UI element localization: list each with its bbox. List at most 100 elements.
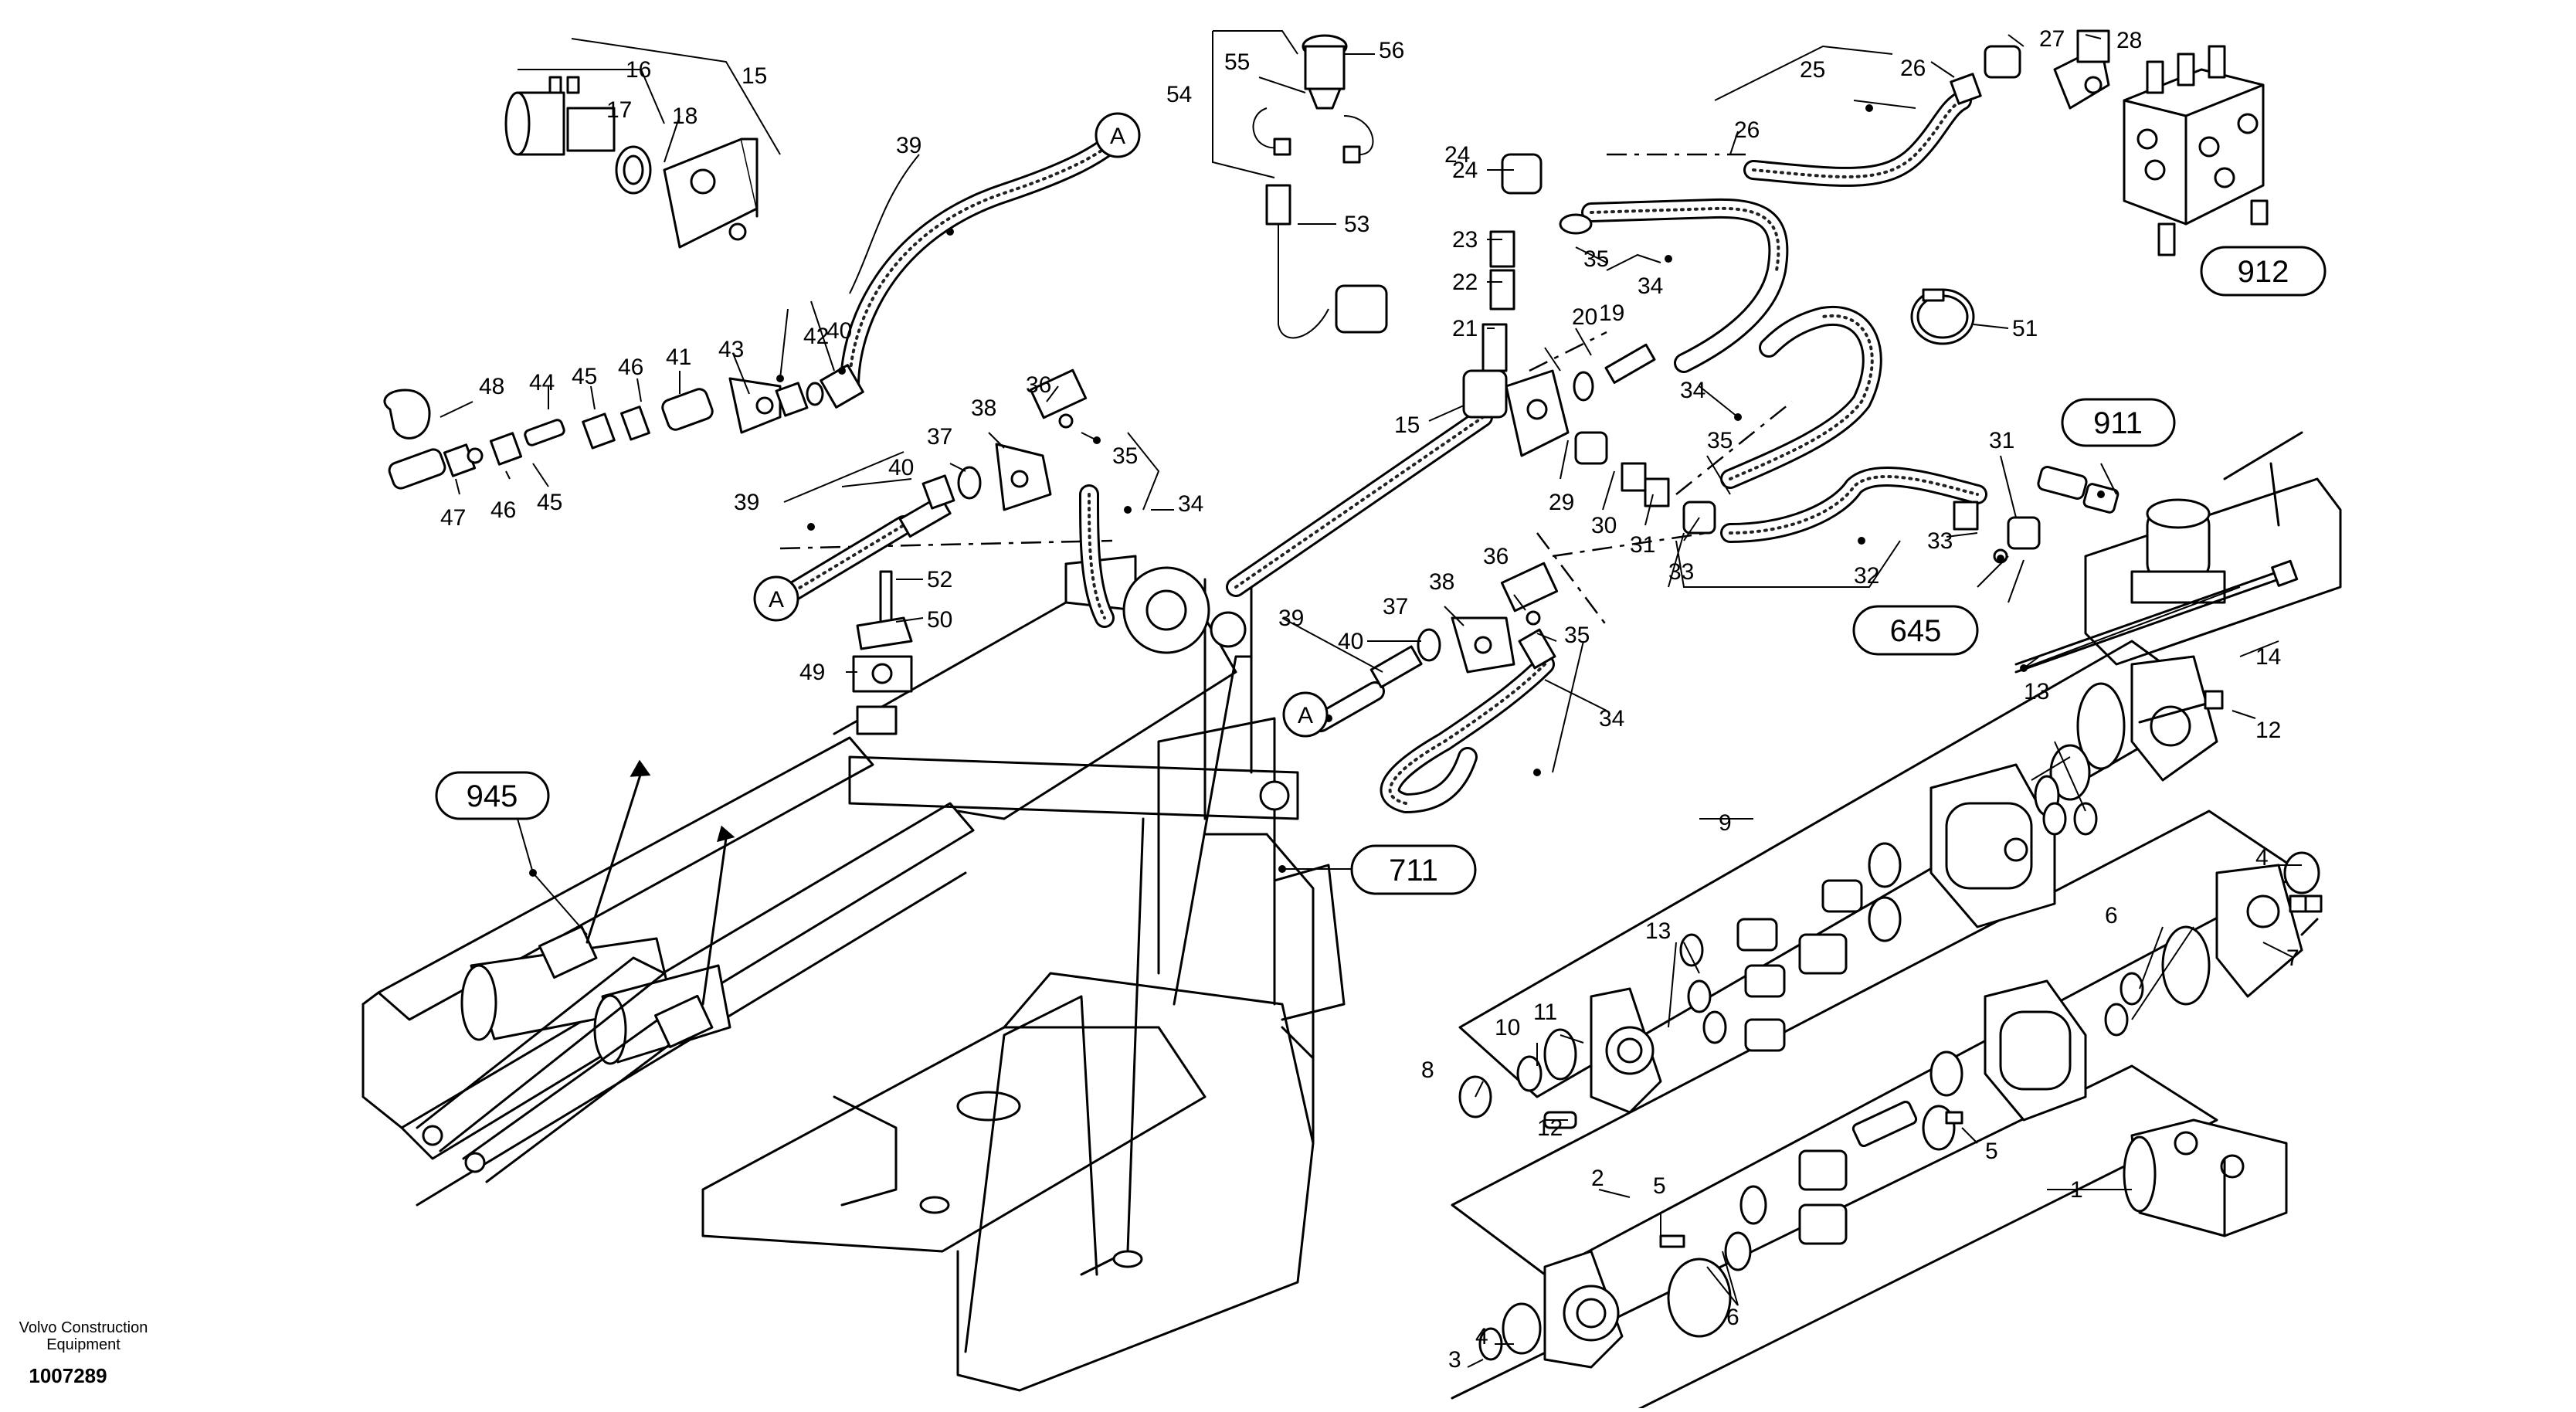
reference-912: 912 — [2200, 246, 2327, 297]
svg-text:A: A — [1110, 124, 1125, 149]
item-label: 35 — [1112, 443, 1138, 469]
svg-text:911: 911 — [2093, 406, 2143, 440]
hose-25 — [1743, 90, 1972, 187]
item-label: 20 — [1572, 304, 1597, 330]
hose-clamp-51 — [1910, 288, 1975, 345]
reference-711: 711 — [1350, 844, 1477, 895]
item-label: 38 — [1429, 569, 1454, 595]
loader-frame — [361, 555, 1346, 1392]
item-label: 52 — [927, 567, 952, 592]
dashed-line — [1675, 401, 1793, 495]
item-label: 44 — [529, 370, 555, 395]
hose-34-middle — [1380, 654, 1555, 813]
item-label: 3 — [1448, 1347, 1461, 1373]
item-label: 47 — [440, 505, 466, 531]
item-label: 26 — [1734, 117, 1760, 143]
item-label: 45 — [537, 490, 562, 515]
item-label: 14 — [2255, 644, 2281, 670]
item-label: 12 — [1537, 1115, 1563, 1141]
item-label: 54 — [1166, 82, 1192, 107]
item-label: 34 — [1680, 378, 1705, 403]
connection-marker-a: A — [753, 575, 799, 622]
item-label: 43 — [718, 337, 744, 362]
item-label: 35 — [1707, 428, 1733, 453]
item-label: 9 — [1719, 810, 1732, 836]
item-label: 40 — [888, 455, 914, 480]
hose-39-lower-left — [778, 494, 952, 605]
item-label: 49 — [799, 660, 825, 685]
item-label: 5 — [1985, 1139, 1998, 1164]
company-name: Volvo Construction — [19, 1319, 148, 1336]
item-label: 4 — [2255, 845, 2269, 871]
item-label: 36 — [1026, 372, 1051, 398]
item-label: 33 — [1668, 559, 1694, 585]
item-label: 39 — [734, 490, 759, 515]
drawing-number: 1007289 — [29, 1364, 107, 1387]
item-label: 6 — [1726, 1305, 1739, 1330]
item-label: 4 — [1475, 1324, 1488, 1349]
dashed-line — [1529, 331, 1607, 372]
item-label: 39 — [896, 133, 921, 158]
dashed-line — [779, 539, 1113, 550]
item-label: 30 — [1591, 513, 1617, 538]
valve-block-15 — [663, 137, 759, 249]
bolts — [2014, 559, 2323, 936]
reference-911: 911 — [2061, 398, 2176, 447]
item-label: 22 — [1452, 270, 1478, 295]
hose-line-central — [1226, 407, 1493, 597]
dashed-line — [1536, 532, 1607, 626]
item-label: 26 — [1900, 56, 1926, 81]
hydraulic-pump-1 — [2123, 1118, 2288, 1237]
pump-lower-parts — [1478, 851, 2320, 1369]
fitting-group-right — [1953, 466, 2120, 564]
svg-text:645: 645 — [1890, 614, 1942, 648]
item-label: 42 — [803, 324, 829, 349]
leader-dots — [529, 104, 2105, 877]
item-label: 33 — [1927, 528, 1953, 554]
item-label: 37 — [927, 424, 952, 450]
footer: Volvo Construction Equipment 1007289 — [19, 1319, 148, 1387]
pump-upper-parts — [1458, 655, 2218, 1129]
item-number-labels: 16 15 17 18 39 40 42 43 41 46 45 44 48 4… — [440, 26, 2299, 1373]
electrical-connector — [1252, 34, 1388, 339]
fitting-row-upper — [383, 377, 824, 450]
svg-text:945: 945 — [467, 779, 518, 813]
item-label: 34 — [1178, 491, 1203, 517]
item-label: 16 — [626, 57, 651, 83]
item-label: 34 — [1599, 706, 1624, 731]
dashed-line — [1552, 531, 1708, 558]
svg-text:A: A — [1298, 703, 1313, 728]
item-label: 39 — [1278, 606, 1304, 631]
svg-text:711: 711 — [1389, 854, 1438, 888]
item-label: 5 — [1653, 1173, 1666, 1199]
item-label: 7 — [2286, 945, 2299, 971]
company-name-line2: Equipment — [46, 1336, 120, 1353]
item-label: 2 — [1591, 1166, 1604, 1191]
item-label: 31 — [1630, 532, 1655, 558]
item-label: 13 — [1645, 918, 1671, 944]
item-label: 1 — [2070, 1177, 2083, 1203]
hose-32 — [1720, 467, 1987, 543]
item-label: 36 — [1483, 544, 1509, 569]
fitting-group-left — [921, 368, 1088, 511]
item-label: 38 — [971, 395, 996, 421]
item-label: 19 — [1599, 300, 1624, 326]
item-label: 12 — [2255, 718, 2281, 743]
item-label: 46 — [618, 355, 643, 380]
item-label: 17 — [606, 97, 632, 123]
hose-34-right-loop — [1720, 305, 1882, 489]
item-label: 25 — [1800, 57, 1825, 83]
item-label: 46 — [490, 497, 516, 523]
hose-39-upper — [820, 133, 1122, 409]
item-label: 56 — [1379, 38, 1404, 63]
valve-assembly-15 — [1462, 153, 1716, 535]
tank-911 — [2084, 431, 2342, 666]
item-label: 11 — [1533, 1000, 1557, 1025]
reference-945: 945 — [435, 771, 550, 820]
item-label: 53 — [1344, 212, 1369, 237]
item-label: 34 — [1638, 273, 1663, 299]
svg-text:A: A — [769, 587, 784, 613]
item-label: 27 — [2039, 26, 2065, 52]
